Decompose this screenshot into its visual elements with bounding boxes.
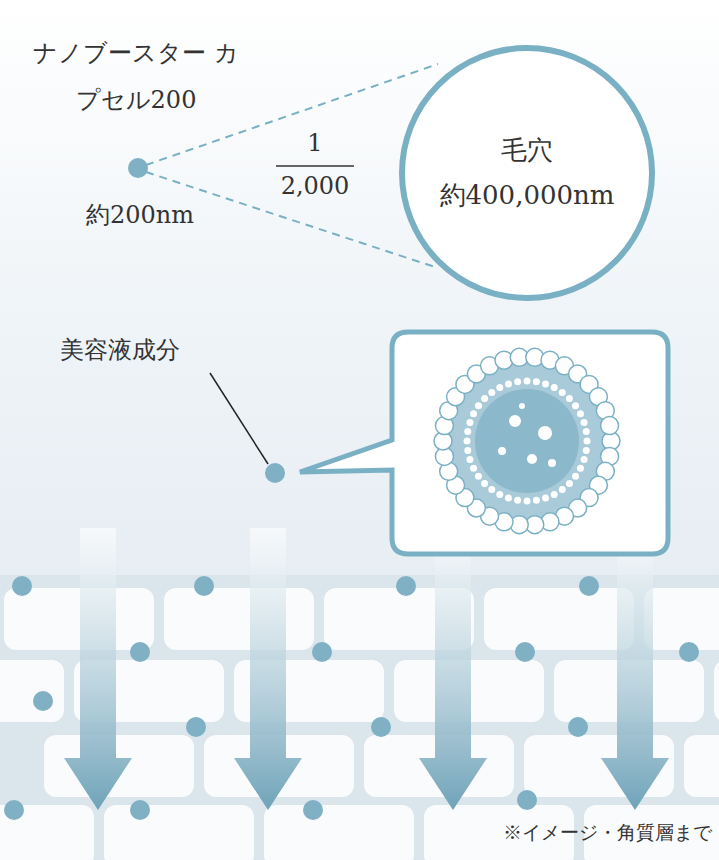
active-dot <box>527 454 537 464</box>
ingredient-dot <box>303 800 323 820</box>
ingredient-dot <box>371 717 391 737</box>
callout-box <box>300 332 668 554</box>
inner-dot <box>464 428 471 435</box>
ingredient-label: 美容液成分 <box>60 335 250 365</box>
ingredient-dot <box>186 717 206 737</box>
active-dot <box>538 426 552 440</box>
skin-cell <box>714 660 719 722</box>
skin-cell <box>4 588 154 650</box>
inner-dot <box>577 465 584 472</box>
capsule-size: 約200nm <box>60 200 220 230</box>
ingredient-dot <box>4 800 24 820</box>
inner-dot <box>533 497 540 504</box>
ingredient-dot <box>12 576 32 596</box>
circle-outline <box>399 45 655 301</box>
leader-line <box>210 373 268 464</box>
inner-dot <box>475 473 482 480</box>
inner-dot <box>488 389 495 396</box>
ingredient-dot <box>517 790 537 810</box>
ingredient-dot <box>568 717 588 737</box>
ingredient-dot <box>265 463 285 483</box>
capsule-name: ナノブースター カプセル200 <box>26 30 246 124</box>
inner-dot <box>496 491 503 498</box>
fraction-denominator: 2,000 <box>265 171 365 201</box>
inner-dot <box>514 497 521 504</box>
active-dot <box>519 403 525 409</box>
inner-dot <box>566 480 573 487</box>
arrow <box>64 528 132 810</box>
inner-dot <box>524 378 531 385</box>
arrow <box>601 528 669 810</box>
inner-dot <box>481 480 488 487</box>
dashed-line <box>146 64 438 165</box>
capsule-core <box>475 389 579 493</box>
inner-dot <box>566 395 573 402</box>
node-title: 毛穴 <box>399 135 655 166</box>
inner-dot <box>505 380 512 387</box>
ingredient-dot <box>312 642 332 662</box>
capsule-illustration <box>434 348 620 533</box>
fraction-bar <box>276 165 354 167</box>
active-dot <box>509 415 521 427</box>
inner-dot <box>583 447 590 454</box>
ingredient-dot <box>130 642 150 662</box>
arrow <box>234 528 302 810</box>
inner-dot <box>559 486 566 493</box>
skin-cell <box>0 660 64 722</box>
inner-dot <box>572 402 579 409</box>
skin-cell <box>104 805 254 860</box>
ingredient-dot <box>194 576 214 596</box>
ingredient-dot <box>130 800 150 820</box>
inner-dot <box>466 419 473 426</box>
inner-dot <box>505 495 512 502</box>
capsule-dot <box>128 158 148 178</box>
inner-dot <box>581 456 588 463</box>
inner-dot <box>581 419 588 426</box>
ingredient-dot <box>33 691 53 711</box>
inner-dot <box>464 447 471 454</box>
inner-dot <box>524 498 531 505</box>
inner-dot <box>470 410 477 417</box>
ingredient-dot <box>515 642 535 662</box>
skin-cell <box>644 588 719 650</box>
ingredient-dots <box>4 576 699 820</box>
inner-dot <box>572 473 579 480</box>
inner-dot <box>559 389 566 396</box>
node-text: 毛穴約400,000nm <box>399 45 655 211</box>
ingredient-dot <box>679 642 699 662</box>
skin-cell <box>264 805 414 860</box>
inner-dot <box>488 486 495 493</box>
inner-dot <box>533 378 540 385</box>
skin-cell <box>484 588 634 650</box>
fraction-numerator: 1 <box>285 128 345 158</box>
inner-dot <box>464 438 471 445</box>
inner-dot <box>542 495 549 502</box>
lipid-head <box>601 417 619 435</box>
inner-dot <box>481 395 488 402</box>
skin-cell <box>684 735 719 797</box>
inner-dot <box>475 402 482 409</box>
inner-dot <box>551 384 558 391</box>
capsule-shell <box>443 357 611 525</box>
inner-dot <box>514 378 521 385</box>
ingredient-dot <box>579 576 599 596</box>
inner-dot <box>542 380 549 387</box>
inner-dot <box>584 438 591 445</box>
penetration-arrows <box>64 528 669 810</box>
active-dot <box>548 459 556 467</box>
inner-dot <box>466 456 473 463</box>
inner-dot <box>551 491 558 498</box>
note: ※イメージ・角質層まで <box>400 818 712 846</box>
pore-outline <box>402 48 652 298</box>
inner-dot <box>577 410 584 417</box>
inner-dot <box>496 384 503 391</box>
arrow <box>419 528 487 810</box>
node-value: 約400,000nm <box>399 180 655 211</box>
pore-circle: 毛穴約400,000nm <box>399 45 655 301</box>
inner-dot <box>470 465 477 472</box>
ingredient-dot <box>396 576 416 596</box>
active-dot <box>498 447 506 455</box>
inner-dot <box>583 428 590 435</box>
skin-cell <box>164 588 314 650</box>
